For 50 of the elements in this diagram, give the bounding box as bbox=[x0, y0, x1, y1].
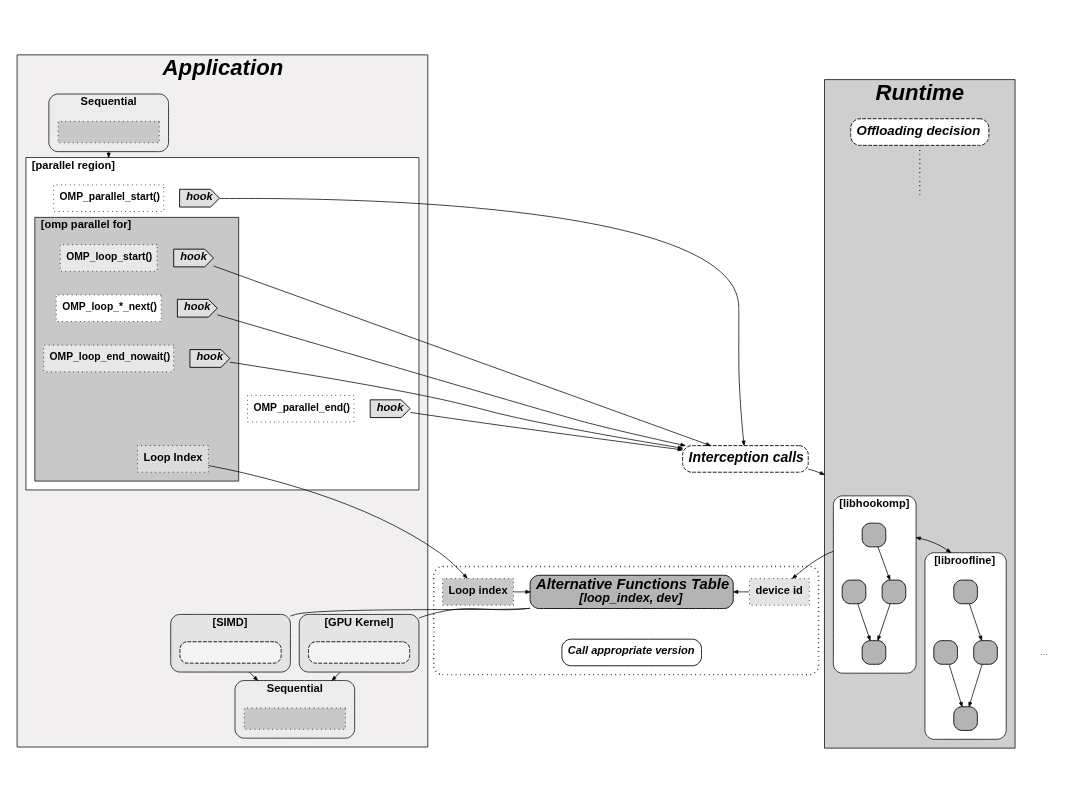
node-box: Loop index bbox=[442, 577, 514, 606]
node-box: Call appropriate version bbox=[561, 638, 702, 666]
arrow bbox=[331, 671, 341, 681]
arrow bbox=[877, 546, 891, 580]
node-box bbox=[953, 705, 978, 731]
connector bbox=[290, 607, 531, 616]
cluster: [libroofline] bbox=[924, 551, 1007, 740]
arrow bbox=[792, 550, 834, 579]
arrow bbox=[208, 464, 468, 579]
node-box: Loop Index bbox=[137, 444, 209, 473]
arrow bbox=[968, 663, 983, 707]
node-box: OMP_loop_*_next() bbox=[55, 294, 162, 322]
arrow bbox=[216, 313, 686, 447]
node-box bbox=[308, 640, 411, 664]
cluster: [SIMD] bbox=[170, 613, 291, 672]
node-box: OMP_parallel_start() bbox=[53, 183, 165, 212]
cluster: [GPU Kernel] bbox=[298, 613, 420, 672]
arrow bbox=[857, 602, 871, 641]
label: ... bbox=[1040, 647, 1048, 657]
arrow bbox=[248, 671, 259, 681]
cluster bbox=[432, 565, 820, 675]
arrow bbox=[807, 468, 825, 475]
cluster: Sequential bbox=[234, 679, 356, 739]
node-box: device id bbox=[749, 577, 810, 606]
node-box bbox=[861, 522, 887, 547]
node-box bbox=[953, 579, 978, 604]
arrow bbox=[948, 663, 963, 707]
node-box: OMP_loop_start() bbox=[59, 243, 158, 272]
node-box bbox=[881, 579, 907, 604]
node-box: Offloading decision bbox=[850, 117, 990, 146]
arrow bbox=[229, 361, 683, 449]
node-box bbox=[57, 120, 160, 143]
arrow bbox=[733, 589, 750, 594]
arrow bbox=[915, 536, 952, 553]
cluster: [libhookomp] bbox=[833, 495, 917, 674]
arrow bbox=[213, 265, 711, 446]
node-box bbox=[841, 579, 867, 604]
arrow bbox=[968, 602, 983, 641]
arrow bbox=[219, 197, 746, 446]
node-box bbox=[243, 706, 346, 730]
node-box bbox=[179, 640, 282, 664]
node-box: Alternative Functions Table [loop_index, dev] bbox=[529, 574, 734, 609]
arrow bbox=[410, 411, 683, 451]
node-box bbox=[973, 639, 998, 665]
node-box bbox=[933, 639, 958, 665]
arrow bbox=[513, 589, 531, 594]
arrow bbox=[877, 602, 891, 641]
node-box bbox=[861, 639, 887, 665]
node-box: OMP_loop_end_nowait() bbox=[43, 344, 175, 372]
node-box: OMP_parallel_end() bbox=[247, 394, 355, 422]
